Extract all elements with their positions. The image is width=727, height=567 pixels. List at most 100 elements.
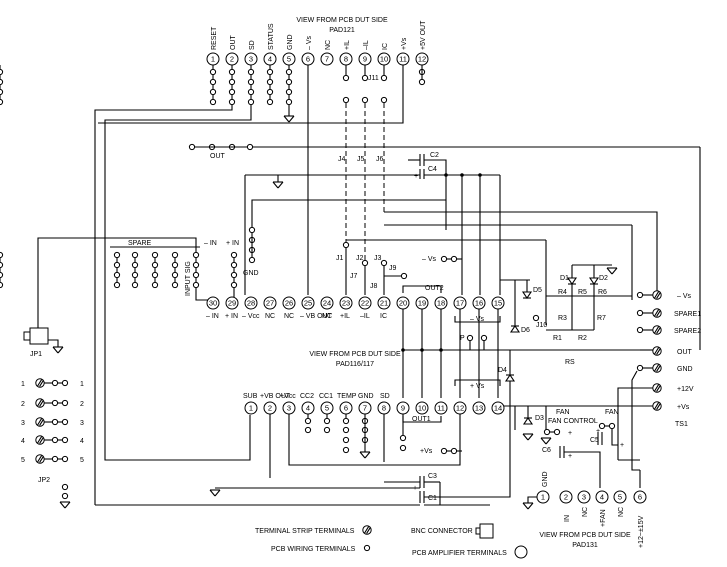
pad121-pin-8: 8+IL [339,40,353,66]
pad116-bpin-14: 14 [491,401,505,415]
svg-text:SPARE2: SPARE2 [674,328,701,335]
bottom-terminal-columns: OUT1 [269,414,461,478]
legend: TERMINAL STRIP TERMINALS PCB WIRING TERM… [255,523,528,559]
svg-text:J4: J4 [338,156,346,163]
svg-text:16: 16 [475,299,483,308]
svg-text:PAD116/117: PAD116/117 [336,361,374,368]
out2-region: OUT2 – Vs – Vs [402,255,501,398]
svg-text:NC: NC [322,313,332,320]
svg-text:OUT: OUT [230,35,237,51]
pad116-bpin-13: 13 [472,401,486,415]
svg-text:3: 3 [21,420,25,427]
svg-text:5: 5 [80,457,84,464]
svg-text:– VB OUT: – VB OUT [300,313,333,320]
svg-text:25: 25 [304,299,312,308]
svg-text:VIEW FROM PCB DUT SIDE: VIEW FROM PCB DUT SIDE [309,351,401,358]
svg-text:8: 8 [382,404,386,413]
svg-text:P: P [460,335,465,342]
pad116-pin-18: 18 [434,296,448,310]
svg-text:3: 3 [80,420,84,427]
pad121-wiring [94,65,658,505]
svg-text:+: + [568,453,572,460]
svg-text:–IL: –IL [363,40,370,50]
svg-text:2: 2 [564,493,568,502]
svg-text:4: 4 [80,438,84,445]
svg-text:CC1: CC1 [319,393,333,400]
svg-text:+VB OUT: +VB OUT [260,393,291,400]
svg-text:2: 2 [268,404,272,413]
svg-text:FAN CONTROL: FAN CONTROL [548,418,598,425]
svg-text:+: + [568,430,572,437]
svg-text:TS1: TS1 [675,421,688,428]
pad116-pin-25: 25 – VB OUT [300,296,333,320]
svg-text:+Vs: +Vs [401,37,408,50]
svg-text:VIEW FROM PCB DUT SIDE: VIEW FROM PCB DUT SIDE [539,532,631,539]
svg-text:+ Vs: + Vs [470,383,485,390]
pad116-pin-23: 23+IL [339,296,353,320]
pad116-pin-16: 16 [472,296,486,310]
pad116-bpin-1: 1 SUB [243,393,258,415]
svg-text:R5: R5 [578,289,587,296]
svg-text:2: 2 [230,55,234,64]
svg-text:SUB: SUB [243,393,258,400]
svg-text:R3: R3 [558,315,567,322]
svg-text:–IL: –IL [360,313,370,320]
svg-text:+: + [620,442,624,449]
pad116-header: VIEW FROM PCB DUT SIDE PAD116/117 [309,351,401,368]
svg-text:NC: NC [618,507,625,517]
svg-text:6: 6 [306,55,310,64]
svg-text:PCB WIRING TERMINALS: PCB WIRING TERMINALS [271,546,356,553]
svg-text:6: 6 [344,404,348,413]
svg-text:D5: D5 [533,287,542,294]
svg-text:STATUS: STATUS [268,23,275,50]
jp1-bnc: JP1 [23,327,64,358]
pad121-pin-7: 7NC [320,40,334,66]
svg-text:R6: R6 [598,289,607,296]
svg-text:C5: C5 [590,437,599,444]
pad116-bpin-9: 9 [396,401,410,415]
svg-text:IN: IN [564,515,571,522]
svg-text:J5: J5 [357,156,365,163]
svg-text:FAN: FAN [605,409,619,416]
pad116-pin-19: 19 [415,296,429,310]
svg-text:GND: GND [677,366,693,373]
svg-text:+Vs: +Vs [420,448,433,455]
svg-text:6: 6 [638,493,642,502]
svg-text:J1: J1 [336,255,344,262]
svg-text:J2: J2 [356,255,364,262]
svg-text:1: 1 [21,381,25,388]
svg-text:D6: D6 [521,327,530,334]
svg-text:NC: NC [582,507,589,517]
svg-text:10: 10 [418,404,426,413]
svg-text:7: 7 [363,404,367,413]
svg-text:OUT2: OUT2 [425,285,444,292]
svg-text:12: 12 [418,55,426,64]
svg-text:+ IN: + IN [225,313,238,320]
svg-text:SPARE1: SPARE1 [674,311,701,318]
svg-text:+5V OUT: +5V OUT [420,20,427,50]
svg-text:CC2: CC2 [300,393,314,400]
plus-vs-region: + Vs +Vs D4 D3 [420,350,544,455]
svg-text:R1: R1 [553,335,562,342]
svg-text:30: 30 [209,299,217,308]
svg-text:27: 27 [266,299,274,308]
pad116-bpin-12: 12 [453,401,467,415]
svg-text:11: 11 [399,55,407,64]
svg-text:C2: C2 [430,152,439,159]
out-row-label: OUT [210,153,226,160]
svg-text:D2: D2 [599,275,608,282]
ts1-terminal-strip: – Vs SPARE1 SPARE2 OUT GND +12V +Vs TS1 [498,290,701,471]
svg-text:3: 3 [582,493,586,502]
svg-text:1: 1 [249,404,253,413]
svg-text:OUT: OUT [677,349,693,356]
svg-text:D4: D4 [498,367,507,374]
pad121-title: VIEW FROM PCB DUT SIDE [296,17,388,24]
svg-text:GND: GND [287,34,294,50]
